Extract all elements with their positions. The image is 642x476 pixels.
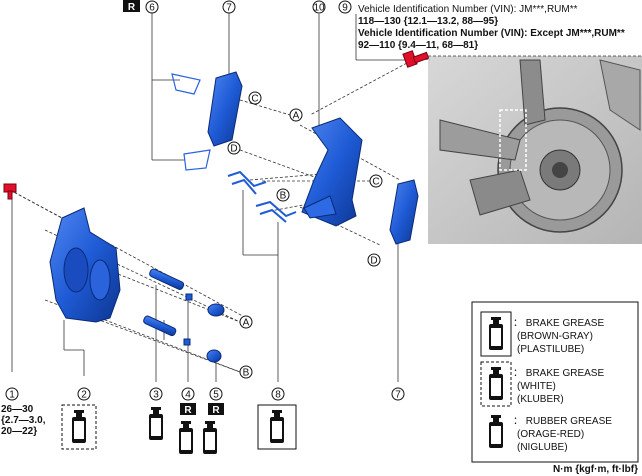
- legend-white: ： BRAKE GREASE (WHITE) (KLUBER): [480, 361, 604, 407]
- svg-text:26—30: 26—30: [1, 404, 34, 415]
- svg-text:B: B: [280, 191, 287, 202]
- callout-5: 5: [209, 387, 223, 401]
- ref-a-lower: A: [239, 315, 253, 329]
- callout-10: 10: [312, 0, 326, 14]
- torque-bolt-text: Vehicle Identification Number (VIN): JM*…: [358, 4, 625, 51]
- pin-boot-upper: [207, 303, 225, 317]
- ref-c-lower: C: [369, 174, 383, 188]
- callout-3: 3: [149, 387, 163, 401]
- svg-text:6: 6: [149, 3, 155, 14]
- svg-text:9: 9: [342, 3, 348, 14]
- mounting-bolt: [402, 50, 430, 68]
- shim-outer: [171, 73, 201, 95]
- vehicle-knuckle-photo: [428, 56, 642, 244]
- brake-pad-inner: [389, 179, 419, 245]
- svg-text:C: C: [372, 177, 379, 188]
- ref-c-upper: C: [248, 91, 262, 105]
- svg-text:3: 3: [153, 390, 159, 401]
- svg-text:R: R: [128, 2, 136, 13]
- grease-can-rubber-3: [149, 407, 163, 440]
- reuse-badge-5: R: [208, 403, 224, 416]
- mounting-support: [301, 117, 363, 227]
- callout-6: 6: [145, 0, 159, 14]
- reuse-badge-4: R: [180, 403, 196, 416]
- callout-8: 8: [271, 387, 285, 401]
- legend-rubber: ： RUBBER GREASE (ORAGE-RED) (NIGLUBE): [489, 415, 612, 453]
- svg-text:Vehicle Identification Number: Vehicle Identification Number (VIN): JM*…: [358, 4, 578, 15]
- svg-text:A: A: [243, 318, 250, 329]
- svg-text:8: 8: [275, 390, 281, 401]
- svg-text:118—130 {12.1—13.2, 88—95}: 118—130 {12.1—13.2, 88—95}: [358, 16, 498, 27]
- bleeder-bolt: [3, 183, 17, 200]
- ref-b-upper: B: [276, 188, 290, 202]
- callout-2: 2: [77, 387, 91, 401]
- svg-text:D: D: [230, 144, 237, 155]
- grease-can-rubber-4: [179, 421, 193, 454]
- svg-text:10: 10: [313, 3, 325, 14]
- legend-brown-gray: ： BRAKE GREASE (BROWN-GRAY) (PLASTILUBE): [480, 311, 604, 357]
- svg-text:5: 5: [213, 390, 219, 401]
- svg-text:(BROWN-GRAY): (BROWN-GRAY): [517, 331, 593, 342]
- svg-text:C: C: [251, 94, 258, 105]
- pin-bushing-lower: [183, 338, 191, 346]
- ref-d-lower: D: [367, 253, 381, 267]
- svg-text:2: 2: [81, 390, 87, 401]
- grease-legend: ： BRAKE GREASE (BROWN-GRAY) (PLASTILUBE)…: [471, 301, 639, 463]
- pin-boot-lower: [206, 349, 222, 363]
- svg-text:4: 4: [185, 390, 191, 401]
- units-label: N·m {kgf·m, ft·lbf}: [553, 464, 638, 475]
- callout-markers: 6 7 10 9 1 2 3 4 5 8 7: [5, 0, 405, 401]
- svg-text:(WHITE): (WHITE): [517, 381, 556, 392]
- pin-bushing-upper: [185, 293, 193, 301]
- svg-text:{2.7—3.0,: {2.7—3.0,: [1, 415, 46, 426]
- ref-d-upper: D: [227, 141, 241, 155]
- svg-text:： RUBBER GREASE: ： RUBBER GREASE: [513, 416, 612, 427]
- svg-text:92—110 {9.4—11, 68—81}: 92—110 {9.4—11, 68—81}: [358, 40, 478, 51]
- svg-text:B: B: [243, 368, 250, 379]
- guide-pin-lower: [143, 315, 177, 337]
- svg-text:： BRAKE GREASE: ： BRAKE GREASE: [513, 368, 604, 379]
- grease-can-brown-2: [61, 404, 97, 450]
- svg-text:(NIGLUBE): (NIGLUBE): [517, 442, 568, 453]
- brake-pad-outer: [207, 71, 243, 147]
- svg-text:R: R: [184, 405, 192, 416]
- svg-text:D: D: [370, 256, 377, 267]
- svg-text:20—22}: 20—22}: [1, 426, 37, 437]
- svg-text:(KLUBER): (KLUBER): [517, 394, 564, 405]
- svg-text:(ORAGE-RED): (ORAGE-RED): [517, 429, 584, 440]
- svg-text:(PLASTILUBE): (PLASTILUBE): [517, 344, 584, 355]
- grease-can-brown-8: [257, 404, 297, 450]
- callout-7-top: 7: [222, 0, 236, 14]
- reference-markers: C D A B C D A B: [227, 91, 383, 379]
- guide-pin-upper: [149, 268, 185, 290]
- svg-text:Vehicle Identification Number: Vehicle Identification Number (VIN): Exc…: [358, 28, 625, 39]
- callout-1: 1: [5, 387, 19, 401]
- svg-text:R: R: [212, 405, 220, 416]
- callout-4: 4: [181, 387, 195, 401]
- pad-clips: [227, 170, 297, 223]
- grease-can-rubber-5: [203, 421, 217, 454]
- shim-inner: [183, 149, 211, 171]
- torque-bleeder-text: 26—30 {2.7—3.0, 20—22}: [1, 404, 46, 437]
- svg-text:A: A: [293, 111, 300, 122]
- svg-text:1: 1: [9, 390, 15, 401]
- callout-9: 9: [338, 0, 352, 14]
- svg-text:7: 7: [226, 3, 232, 14]
- ref-a-upper: A: [289, 108, 303, 122]
- reuse-badge-top: R: [123, 0, 140, 13]
- ref-b-lower: B: [239, 365, 253, 379]
- svg-text:7: 7: [395, 390, 401, 401]
- callout-7-bottom: 7: [391, 387, 405, 401]
- svg-text:： BRAKE GREASE: ： BRAKE GREASE: [513, 318, 604, 329]
